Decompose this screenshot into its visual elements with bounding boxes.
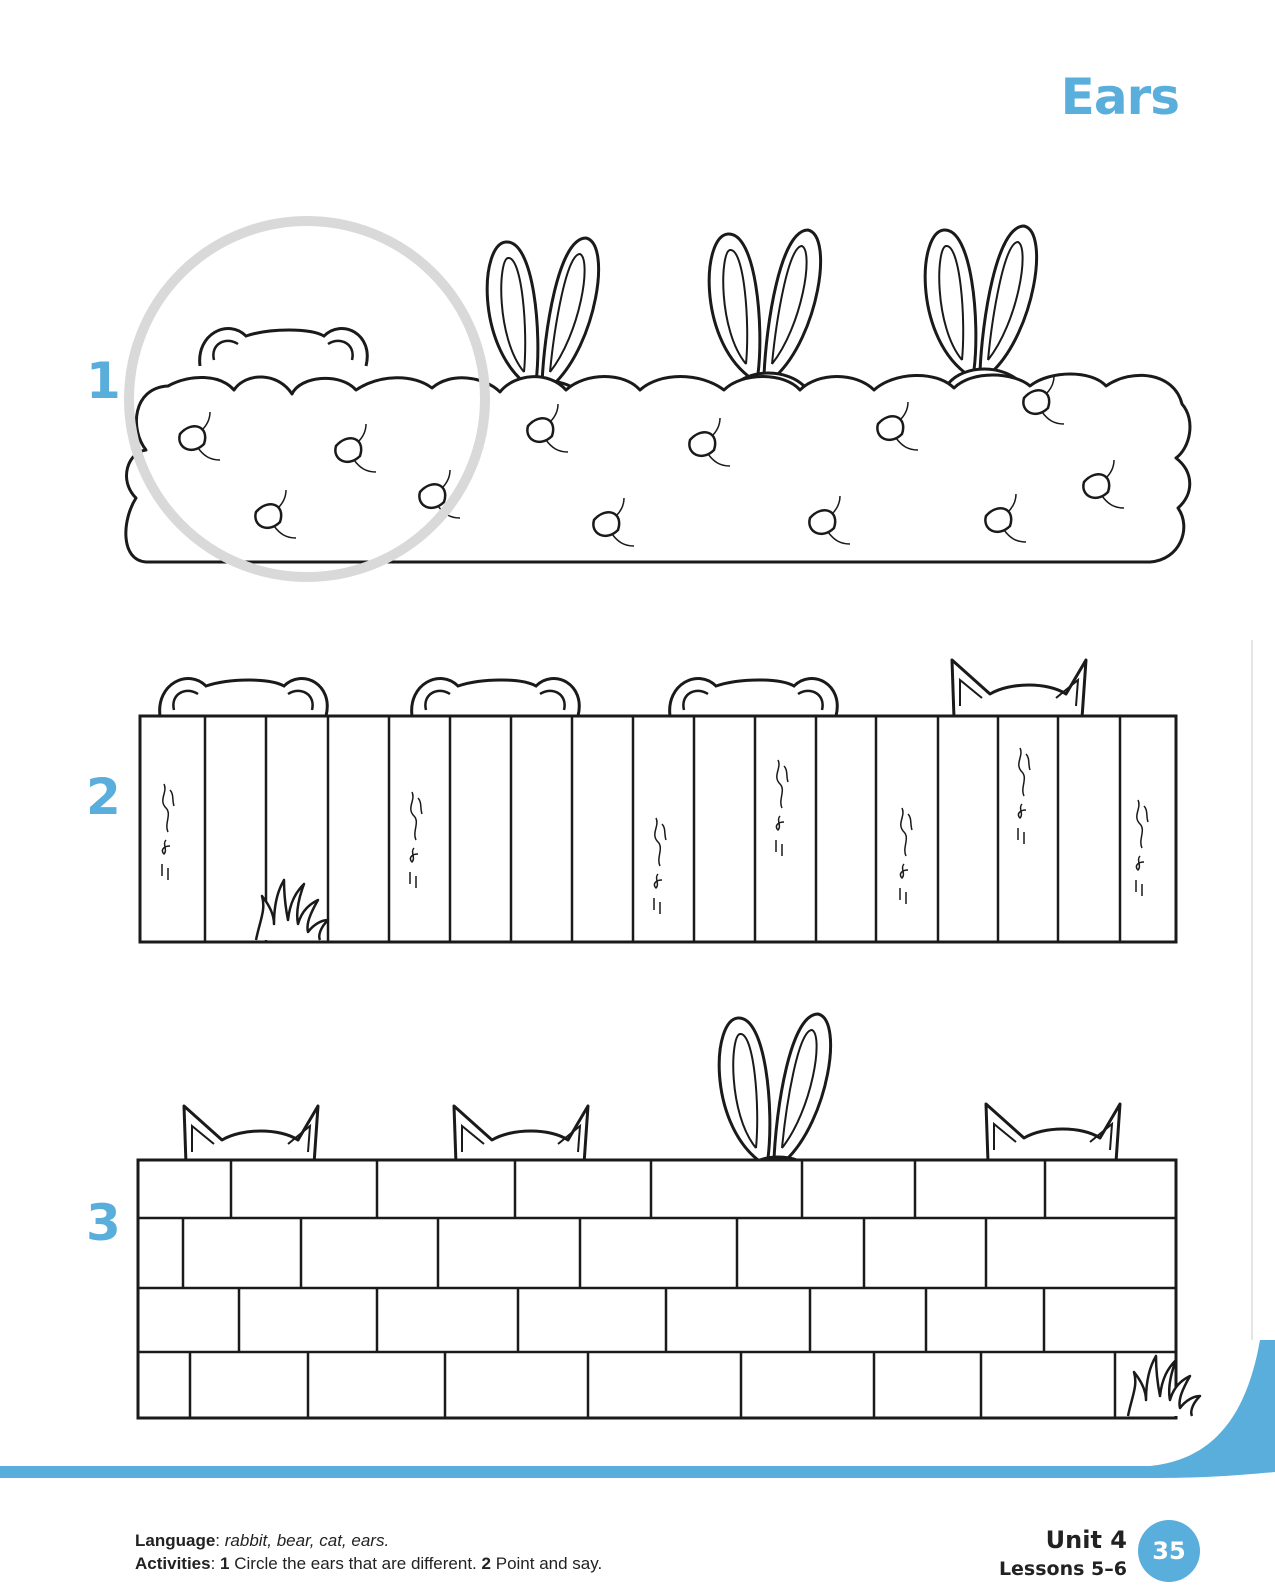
cat-ears-icon — [182, 1104, 320, 1166]
rabbit-ears-icon — [707, 228, 823, 390]
answer-circle — [124, 216, 490, 582]
bear-ears-icon — [198, 326, 369, 368]
exercise-number-3: 3 — [86, 1194, 121, 1252]
bear-ears-icon — [668, 676, 839, 718]
rabbit-ears-icon — [923, 224, 1039, 386]
rabbit-ears-icon — [717, 1012, 833, 1174]
footer-notes: Language: rabbit, bear, cat, ears. Activ… — [135, 1529, 602, 1575]
exercise-number-1: 1 — [86, 352, 121, 410]
activities-line: Activities: 1 Circle the ears that are d… — [135, 1554, 603, 1573]
unit-label: Unit 4 — [1045, 1526, 1127, 1554]
lessons-label: Lessons 5–6 — [998, 1558, 1127, 1580]
page-title: Ears — [1060, 68, 1180, 126]
unit-info: Unit 4 Lessons 5–6 — [999, 1525, 1127, 1583]
bush-scene — [124, 216, 1192, 582]
cat-ears-icon — [950, 658, 1088, 720]
wall-scene — [136, 1012, 1202, 1420]
bear-ears-icon — [158, 676, 329, 718]
cat-ears-icon — [452, 1104, 590, 1166]
fence-scene — [138, 658, 1178, 944]
language-line: Language: rabbit, bear, cat, ears. — [135, 1531, 390, 1550]
exercise-number-2: 2 — [86, 768, 121, 826]
cat-ears-icon — [984, 1102, 1122, 1164]
page-number-badge: 35 — [1138, 1520, 1200, 1582]
bear-ears-icon — [410, 676, 581, 718]
rabbit-ears-icon — [485, 236, 601, 398]
